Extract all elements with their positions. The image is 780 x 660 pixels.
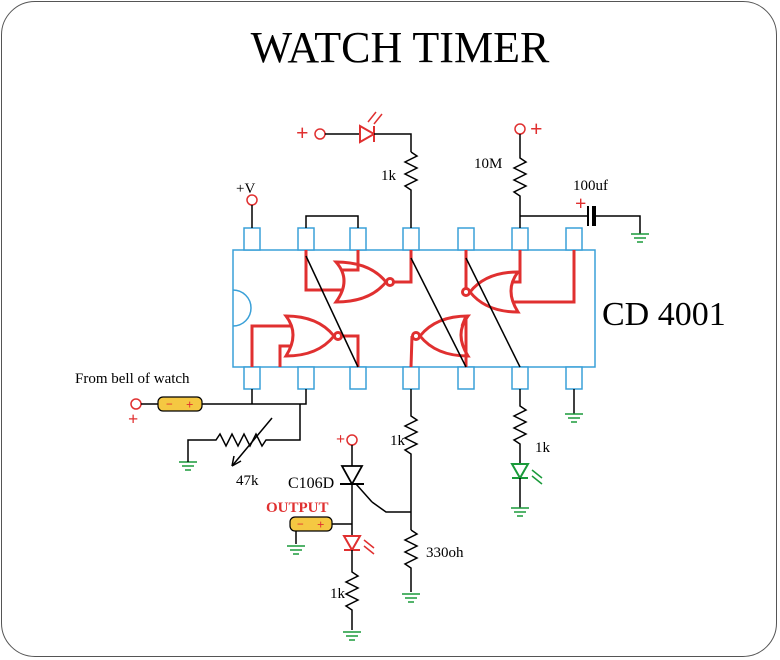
ground-icon [343,631,361,641]
res-top-label: 1k [381,168,397,184]
nor-gate-a-bubble [385,277,395,287]
scr-icon [340,465,364,486]
from-bell-label: From bell of watch [75,371,190,387]
ic-notch [232,289,252,327]
internal-wires [305,215,521,368]
ic-pin-13 [297,227,315,251]
resistor-1k-top [403,151,419,228]
ic-pin-10 [457,227,475,251]
res-right-label: 1k [535,440,551,456]
right-led-branch: 1k [510,389,551,517]
vplus-label: +V [236,181,255,197]
pin4-branch: 1k 330oh [371,389,464,603]
bell-plus: + [128,409,138,429]
resistor-330 [403,529,419,592]
ic-pin-14 [243,227,261,251]
pot-label: 47k [236,473,259,489]
bell-terminal [130,398,142,410]
ground-icon [402,593,420,603]
cap-plus: + [575,193,586,215]
bell-connector: − + [157,396,203,412]
svg-text:+: + [317,517,324,532]
led-red-icon [359,124,377,144]
nor-gate-d [468,270,522,314]
vplus-supply: +V [236,181,258,228]
ground-icon [565,413,583,423]
res-mid-label: 1k [390,433,406,449]
scr-power-terminal [346,434,358,446]
ic-pin-7 [565,366,583,390]
ic-pin-2 [297,366,315,390]
ic-pin-6 [511,366,529,390]
svg-text:+: + [186,397,193,412]
ic-pin-12 [349,227,367,251]
ic-pin-5 [457,366,475,390]
ground-icon [631,233,649,243]
resistor-1k-right [512,389,528,464]
ic-cd4001 [232,227,596,390]
svg-text:−: − [297,517,304,531]
output-section: OUTPUT − + 1k [266,500,375,641]
res-10m-label: 10M [474,156,502,172]
nor-gate-c [418,314,472,358]
led-top-branch: + 1k [296,111,419,228]
resistor-1k-out [344,550,360,630]
nor-gate-c-bubble [411,331,421,341]
ic-pin-4 [402,366,420,390]
resistor-10m [512,134,528,228]
bell-input: From bell of watch + − + 47k [75,371,307,489]
ic-pin-1 [243,366,261,390]
power-terminal [314,128,326,140]
ic-pin-9 [511,227,529,251]
ground-icon [511,507,529,517]
scr-c106d: + C106D [288,431,373,536]
nor-gates [250,250,576,368]
output-connector: − + [289,516,333,532]
scr-label: C106D [288,475,334,492]
ic-pin-8 [565,227,583,251]
pot-wiper [231,417,273,467]
cap-label: 100uf [573,178,608,194]
res-out-label: 1k [330,586,346,602]
nor-gate-b-bubble [333,331,343,341]
ic-pin-3 [349,366,367,390]
ic-label: CD 4001 [602,296,726,333]
nor-gate-d-bubble [461,287,471,297]
timer-rc-branch: + 10M + 100uf [474,116,649,243]
pin7-ground [565,389,583,423]
ground-icon [179,461,197,471]
led-green-icon [510,463,530,481]
potentiometer-47k [187,432,288,450]
ic-pin-11 [402,227,420,251]
title: WATCH TIMER [251,23,550,72]
capacitor-plate-2 [592,206,596,226]
res-330-label: 330oh [426,545,464,561]
nor-gate-b [282,314,336,358]
plus-sign: + [296,120,309,145]
plus-sign-2: + [530,116,543,141]
svg-text:+: + [336,431,345,448]
nor-gate-a [332,260,388,304]
output-label: OUTPUT [266,500,329,516]
resistor-1k-mid [403,389,419,530]
power-terminal-2 [514,123,526,135]
svg-text:−: − [166,397,173,411]
ground-icon [287,545,305,555]
led-output-icon [342,535,362,553]
